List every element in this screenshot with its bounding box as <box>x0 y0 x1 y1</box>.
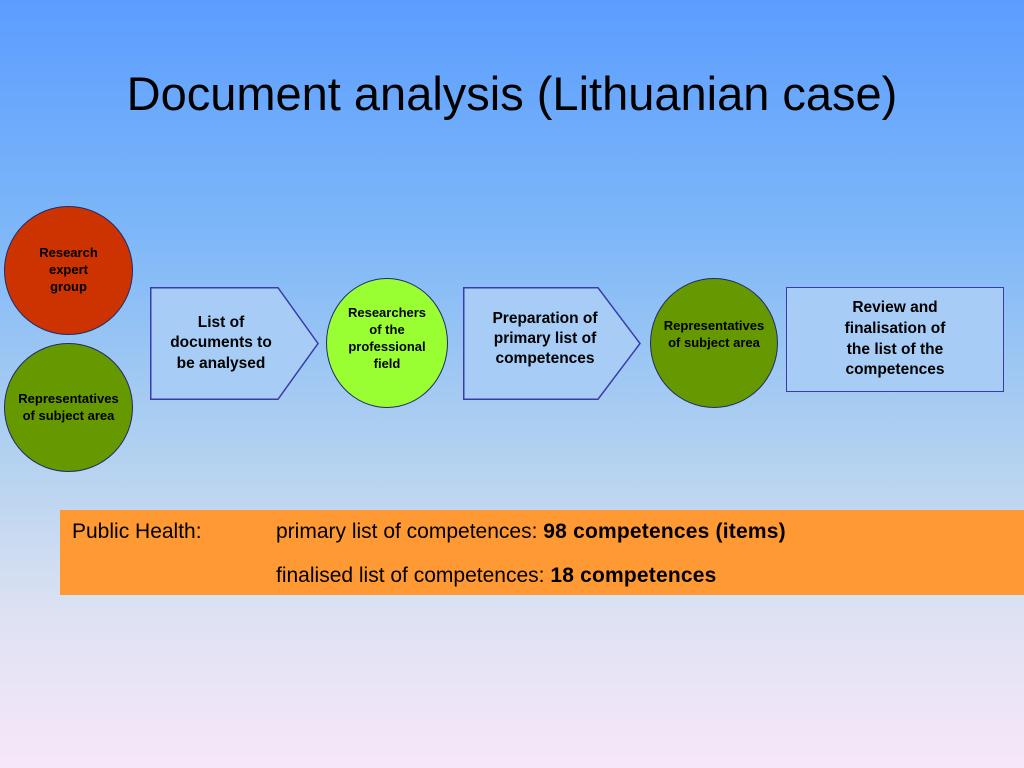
review-box: Review and finalisation of the list of t… <box>786 287 1004 392</box>
representatives-left-line-2: of subject area <box>22 407 115 423</box>
representatives-left-circle: Representatives of subject area <box>4 343 133 472</box>
representatives-left-line-1: Representatives <box>18 390 119 406</box>
researchers-circle: Researchers of the professional field <box>326 278 448 408</box>
arrow-shape-icon <box>463 287 641 400</box>
research-expert-group-line-2: expert <box>48 262 88 278</box>
summary-final-line: finalised list of competences: 18 compet… <box>276 564 717 588</box>
summary-label: Public Health: <box>72 520 202 543</box>
list-of-documents-arrow: List of documents to be analysed <box>150 287 320 400</box>
arrow-shape-icon <box>150 287 319 400</box>
list-of-documents-label: List of documents to be analysed <box>170 314 272 372</box>
representatives-right-line-1: Representatives <box>663 318 765 334</box>
summary-primary-value: 98 competences (items) <box>543 520 786 543</box>
researchers-line-2: of the <box>369 322 405 338</box>
representatives-right-circle: Representatives of subject area <box>650 278 778 408</box>
summary-panel: Public Health: primary list of competenc… <box>60 510 1024 595</box>
summary-final-value: 18 competences <box>550 564 717 587</box>
preparation-label: Preparation of primary list of competenc… <box>492 309 598 368</box>
summary-primary-prefix: primary list of competences: <box>276 520 538 543</box>
research-expert-group-line-1: Research <box>39 245 98 261</box>
summary-primary-line: primary list of competences: 98 competen… <box>276 520 786 544</box>
preparation-arrow: Preparation of primary list of competenc… <box>463 287 642 400</box>
research-expert-group-circle: Research expert group <box>4 206 133 335</box>
researchers-line-4: field <box>373 355 401 371</box>
researchers-line-3: professional <box>348 339 426 354</box>
slide-title: Document analysis (Lithuanian case) <box>126 67 898 120</box>
researchers-line-1: Researchers <box>347 305 427 321</box>
representatives-right-line-2: of subject area <box>668 335 760 350</box>
summary-final-prefix: finalised list of competences: <box>276 564 545 587</box>
research-expert-group-line-3: group <box>50 278 87 294</box>
